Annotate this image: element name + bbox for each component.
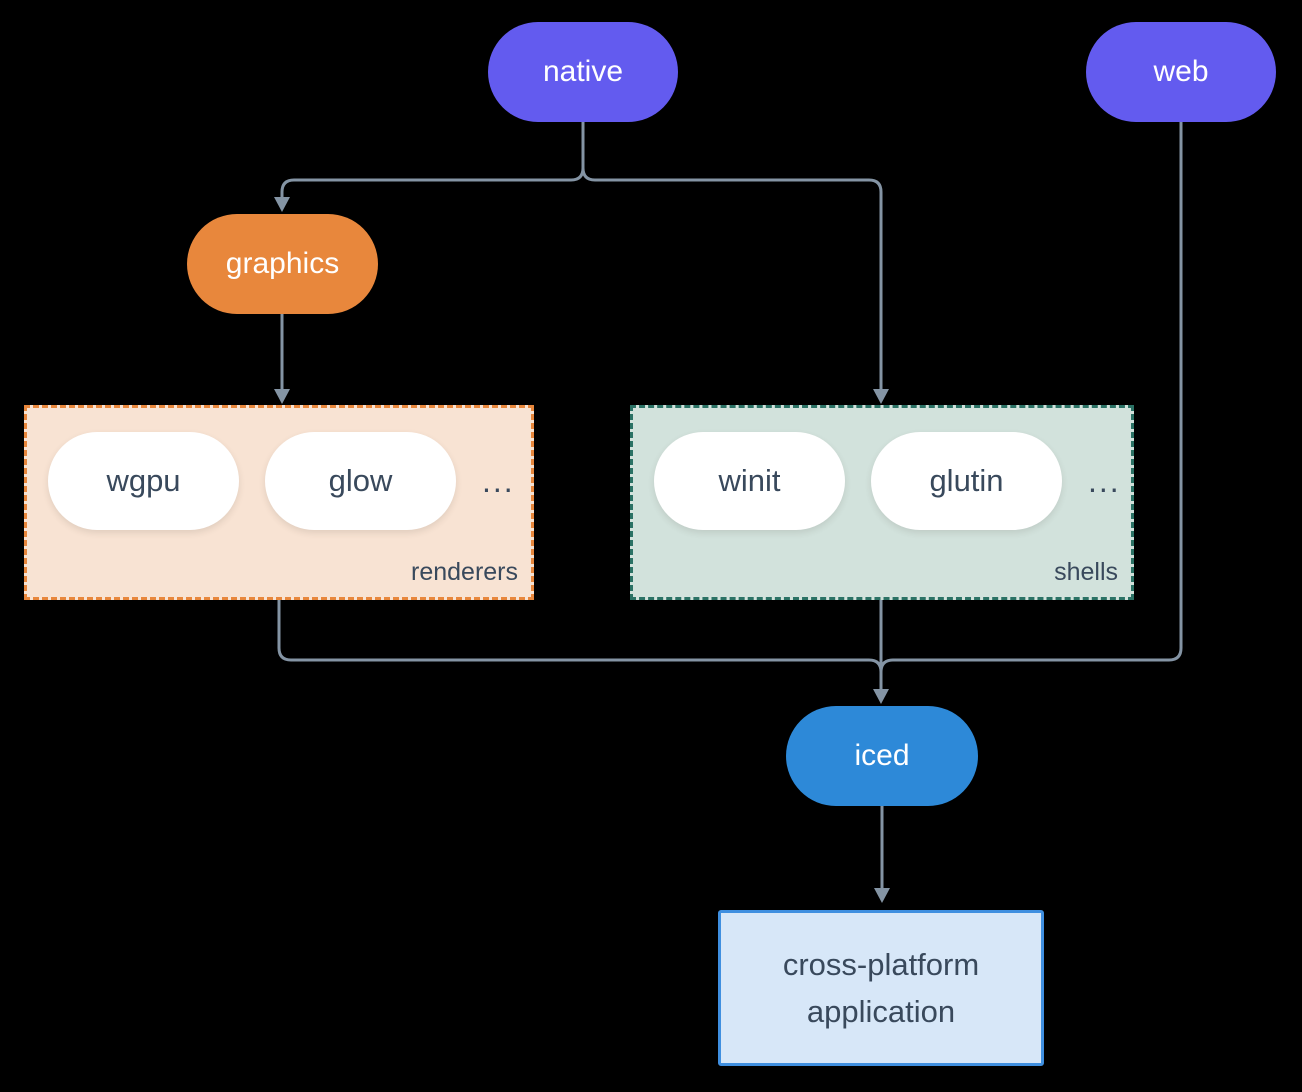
- group-shells-items: winit glutin ...: [654, 432, 1121, 530]
- node-glow: glow: [265, 432, 456, 530]
- node-wgpu-label: wgpu: [106, 463, 181, 498]
- group-shells: winit glutin ... shells: [630, 405, 1134, 600]
- connector-renderers-to-iced: [277, 600, 883, 673]
- connector-native-to-shells-arrowhead-icon: [873, 389, 889, 404]
- node-native-label: native: [542, 55, 624, 88]
- renderers-ellipsis: ...: [482, 462, 515, 499]
- connector-native-to-graphics-arrowhead-icon: [274, 197, 290, 212]
- node-glow-label: glow: [328, 463, 393, 498]
- group-renderers-items: wgpu glow ...: [48, 432, 515, 530]
- connector-iced-to-app-arrowhead-icon: [874, 888, 890, 903]
- node-cross-platform-application: cross-platform application: [718, 910, 1044, 1066]
- node-glutin: glutin: [871, 432, 1062, 530]
- node-graphics: graphics: [187, 214, 378, 314]
- node-iced-label: iced: [854, 739, 910, 772]
- node-iced: iced: [786, 706, 978, 806]
- app-label-line1: cross-platform: [782, 947, 980, 982]
- connector-native-to-graphics: [280, 122, 585, 197]
- node-winit: winit: [654, 432, 845, 530]
- connector-graphics-to-renderers-arrowhead-icon: [274, 389, 290, 404]
- node-web: web: [1086, 22, 1276, 122]
- node-graphics-label: graphics: [225, 247, 340, 280]
- node-winit-label: winit: [718, 463, 781, 498]
- group-shells-label: shells: [1054, 558, 1118, 586]
- connector-shells-to-iced-arrowhead-icon: [873, 689, 889, 704]
- node-glutin-label: glutin: [929, 463, 1004, 498]
- shells-ellipsis: ...: [1088, 462, 1121, 499]
- node-wgpu: wgpu: [48, 432, 239, 530]
- node-native: native: [488, 22, 678, 122]
- connector-native-to-shells: [581, 122, 883, 389]
- group-renderers-label: renderers: [411, 558, 518, 586]
- group-renderers: wgpu glow ... renderers: [24, 405, 534, 600]
- node-web-label: web: [1153, 55, 1209, 88]
- app-label-line2: application: [806, 994, 956, 1029]
